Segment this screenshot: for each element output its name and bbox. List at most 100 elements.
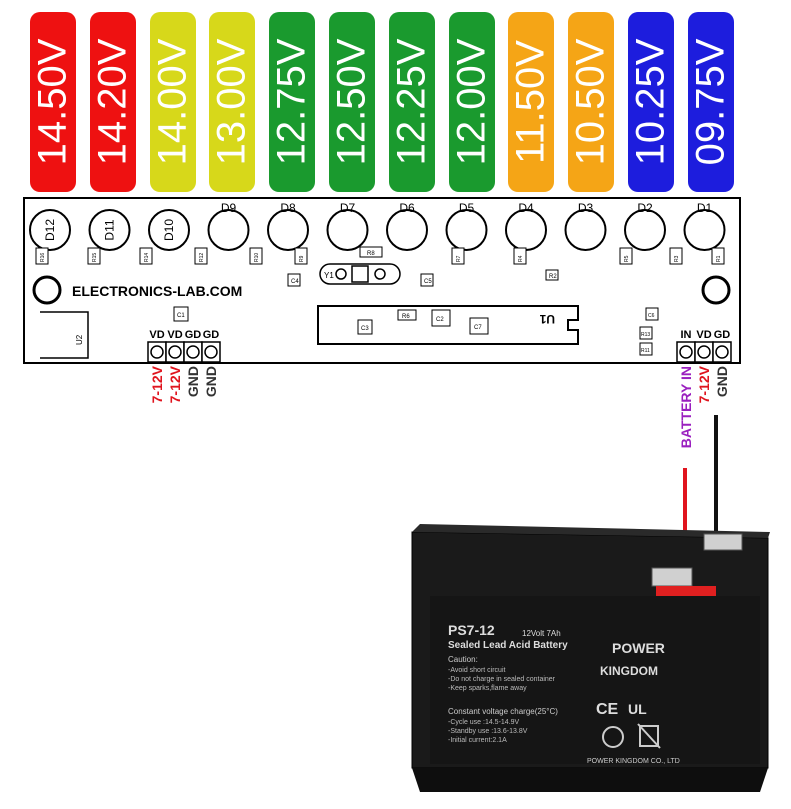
header-pin-label: GD [203,329,220,341]
resistor: R12 [194,247,208,265]
header-pin-label: VD [696,329,711,341]
ic-label: U1 [539,312,555,326]
regulator-u2: U2 [40,311,89,359]
wire-label: GND [185,366,201,397]
header-pin-hole [715,345,729,359]
resistor-label: R3 [674,255,680,262]
led-label: D11 [103,219,117,240]
wire-label: GND [203,366,219,397]
battery-rating: 12Volt 7Ah [522,629,561,638]
svg-text:R2: R2 [549,274,557,280]
resistor: R16 [35,247,49,265]
battery-text-line: -Initial current:2.1A [448,737,507,744]
led-label: D10 [162,219,176,241]
header-pin-hole [150,345,164,359]
resistor-label: R9 [299,255,305,262]
resistor-label: R10 [254,253,260,262]
led-label: D3 [578,201,594,215]
wire-label: 7-12V [696,365,712,403]
resistor: R7 [451,247,465,265]
wire-label: 7-12V [167,365,183,403]
resistor-label: R4 [518,255,524,262]
resistor-label: R12 [199,253,205,262]
led: D9 [207,201,250,251]
voltage-bar: 10.25V [628,12,674,192]
led-label: D6 [399,201,415,215]
header-pin-hole [204,345,218,359]
site-label: ELECTRONICS-LAB.COM [72,283,242,299]
battery-text-line: -Do not charge in sealed container [448,676,556,683]
battery-text-line: -Standby use :13.6-13.8V [448,728,528,735]
header-pin-hole [679,345,693,359]
regulator-label: U2 [75,334,84,345]
voltage-bar: 12.00V [448,12,495,192]
resistor: R9 [294,247,308,265]
mounting-hole-right [701,275,731,305]
led-label: D7 [340,201,356,215]
battery-type: Sealed Lead Acid Battery [448,640,568,651]
constant-lines: -Cycle use :14.5-14.9V-Standby use :13.6… [448,719,528,744]
resistor-label: R1 [716,255,722,262]
header-pin-label: GD [714,329,731,341]
svg-text:R6: R6 [402,314,410,320]
led: D4 [505,201,547,251]
brand-line2: KINGDOM [600,664,658,678]
resistor: R14 [139,247,153,265]
led-label: D1 [697,201,713,215]
battery-model: PS7-12 [448,622,495,638]
crystal-y1: Y1 [319,263,401,285]
ce-mark: CE [596,701,619,718]
ic-u1: U1 C3 R6 C2 C7 [317,305,579,345]
resistor-row: R16 R15 R14 R12 R10 R9 R7 R4 R5 R3 R1 [35,247,725,265]
voltage-bar: 11.50V [508,12,555,192]
svg-text:C4: C4 [291,279,299,285]
bin-icon [639,725,659,747]
voltage-bar: 10.50V [568,12,615,192]
led: D8 [267,201,309,251]
resistor: R15 [87,247,101,265]
svg-text:C1: C1 [177,313,185,319]
voltage-bar: 14.00V [149,12,196,192]
voltage-bar: 12.75V [269,12,316,192]
voltage-bar: 14.20V [89,12,136,192]
svg-text:C5: C5 [424,279,432,285]
crystal-label: Y1 [324,271,334,280]
led: D6 [386,201,428,251]
led-label: D9 [221,201,237,215]
led-label: D4 [518,201,534,215]
led: D12 [29,209,71,251]
voltage-bar: 09.75V [687,12,734,192]
led-label: D8 [280,201,296,215]
led: D1 [683,201,726,251]
resistor-label: R5 [624,255,630,262]
resistor: R4 [513,247,527,265]
led-label: D5 [459,201,475,215]
header-pin-label: GD [185,329,202,341]
svg-text:C3: C3 [361,326,369,332]
svg-text:R13: R13 [641,332,650,338]
resistor-label: R14 [144,253,150,262]
battery: PS7-12 12Volt 7Ah Sealed Lead Acid Batte… [411,524,770,792]
resistor: R1 [711,247,725,265]
wire-label: 7-12V [149,365,165,403]
battery-text-line: -Avoid short circuit [448,667,506,674]
resistor: R5 [619,247,633,265]
resistor: R3 [669,247,683,265]
voltage-bar: 13.00V [209,12,256,192]
led: D11 [88,209,131,251]
battery-maker: POWER KINGDOM CO., LTD [587,758,680,765]
led: D10 [148,209,190,251]
header-pin-hole [186,345,200,359]
led: D3 [564,201,607,251]
battery-text-line: -Keep sparks,flame away [448,685,527,692]
svg-text:R8: R8 [367,251,375,257]
constant-title: Constant voltage charge(25°C) [448,707,558,716]
header-pin-label: VD [149,329,164,341]
resistor-label: R15 [92,253,98,262]
led: D5 [445,201,488,251]
